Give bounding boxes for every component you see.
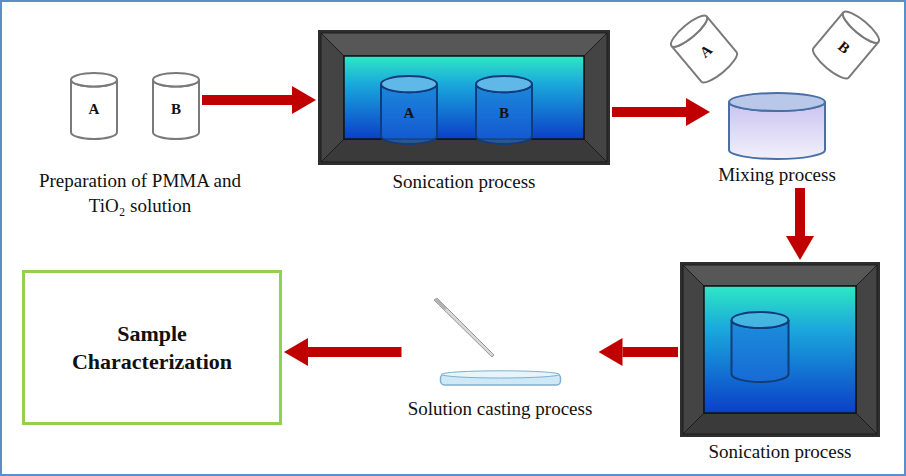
bath-frame (318, 30, 610, 165)
beaker-in-bath (732, 312, 789, 382)
beaker-body (71, 80, 117, 139)
pipette (434, 298, 494, 357)
shape-area (680, 262, 880, 437)
beaker-letter: A (404, 104, 415, 123)
text-holder: B (808, 6, 885, 84)
beaker-rim (476, 76, 532, 92)
bath-liquid (704, 286, 856, 413)
shape-outline (318, 30, 610, 165)
box-border (24, 272, 281, 424)
petri-dish: Solution casting process (404, 368, 597, 420)
process-arrow (795, 188, 805, 236)
bath-frame (680, 262, 880, 437)
sonication-bath: ABSonication process (318, 30, 610, 193)
text-holder: A (70, 72, 118, 140)
text-holder: Sample Characterization (22, 270, 282, 425)
beaker-letter: B (499, 104, 509, 123)
shape-outline (404, 368, 597, 388)
bath-bevel (321, 33, 607, 56)
shape-area: Sample Characterization (22, 270, 282, 425)
bath-bevel (683, 265, 704, 434)
step-caption: Solution casting process (404, 398, 597, 420)
step-caption: Sonication process (680, 441, 880, 463)
beaker-letter: A (89, 100, 100, 119)
bath-bevel (683, 413, 877, 434)
shape-area: A (380, 75, 438, 145)
shape-area (404, 368, 597, 388)
text-holder: B (475, 75, 533, 145)
text-holder: A (380, 75, 438, 145)
shape-outline (22, 270, 282, 425)
beaker-body (153, 80, 199, 139)
text-holder: A (666, 10, 743, 88)
beaker: B (152, 72, 200, 140)
process-box: Sample Characterization (22, 270, 282, 425)
dish-rim (441, 371, 559, 378)
beaker: B (808, 6, 885, 84)
process-arrow (202, 95, 292, 105)
beaker-body (809, 12, 878, 82)
process-arrow (623, 347, 679, 357)
process-arrow (612, 107, 686, 117)
sonication-bath: Sonication process (680, 262, 880, 463)
beaker: Mixing process (712, 92, 842, 186)
beaker-letter: B (171, 100, 181, 119)
shape-area: B (808, 6, 885, 84)
shape-outline (712, 92, 842, 160)
step-caption: Sonication process (318, 171, 610, 193)
process-arrow (308, 347, 402, 357)
beaker: A (70, 72, 118, 140)
shape-area: B (475, 75, 533, 145)
shape-area (712, 92, 842, 160)
beaker-body (671, 16, 740, 86)
beaker: A (380, 75, 438, 145)
shape-area: A (70, 72, 118, 140)
step-caption: Mixing process (712, 164, 842, 186)
beaker: A (666, 10, 743, 88)
text-holder: B (152, 72, 200, 140)
beaker-rim (381, 76, 437, 92)
beaker-rim (153, 73, 199, 86)
shape-area: B (152, 72, 200, 140)
bath-bevel (321, 139, 607, 162)
bath-bevel (856, 265, 877, 434)
bath-bevel (683, 265, 877, 286)
beaker-rim (729, 93, 825, 111)
shape-area: A (666, 10, 743, 88)
beaker: B (475, 75, 533, 145)
beaker-letter: B (834, 37, 854, 58)
step-caption: Preparation of PMMA and TiO₂ solution (25, 168, 255, 218)
box-title: Sample Characterization (52, 320, 252, 376)
shape-area: AB (318, 30, 610, 165)
beaker-rim (71, 73, 117, 86)
shape-outline (680, 262, 880, 437)
beaker-letter: A (696, 41, 717, 63)
